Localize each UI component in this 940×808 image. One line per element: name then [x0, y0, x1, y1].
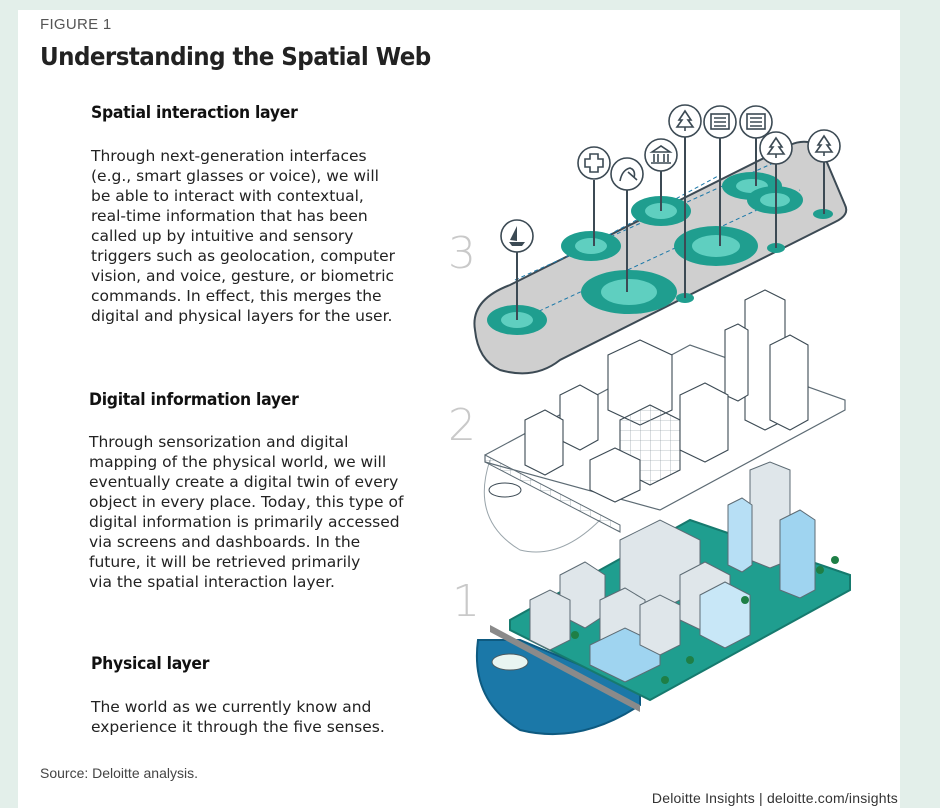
- section-body-digital: Through sensorization and digital mappin…: [89, 433, 404, 591]
- building: [779, 509, 816, 599]
- physical-layer: [476, 461, 851, 736]
- museum-icon: [644, 138, 678, 172]
- shore-outline: [483, 459, 601, 553]
- tree-row: [571, 556, 839, 684]
- digital-layer: [483, 289, 846, 553]
- section-heading-spatial: Spatial interaction layer: [91, 103, 298, 123]
- sailboat-icon: [500, 219, 534, 253]
- pier: [490, 625, 640, 712]
- source-note: Source: Deloitte analysis.: [40, 765, 198, 781]
- section-body-spatial: Through next-generation interfaces (e.g.…: [91, 147, 395, 325]
- wireframe-building: [724, 323, 749, 402]
- wireframe-pier: [484, 454, 621, 533]
- spatial-layer: [473, 104, 848, 375]
- layer-number-2: 2: [448, 400, 476, 451]
- ferry-boat: [491, 653, 529, 671]
- building: [529, 589, 571, 651]
- credit-line: Deloitte Insights | deloitte.com/insight…: [651, 790, 898, 806]
- medical-cross-icon: [577, 146, 611, 180]
- figure-label: FIGURE 1: [40, 16, 112, 33]
- tree-icon: [759, 131, 793, 165]
- section-heading-digital: Digital information layer: [89, 390, 299, 410]
- building: [699, 581, 751, 649]
- layer-number-3: 3: [448, 228, 476, 279]
- building: [639, 594, 681, 656]
- building-icon: [739, 105, 773, 139]
- section-body-physical: The world as we currently know and exper…: [91, 698, 385, 736]
- wireframe-building: [679, 382, 729, 463]
- building: [727, 497, 753, 573]
- figure-title: Understanding the Spatial Web: [40, 42, 431, 71]
- wireframe-building: [589, 447, 641, 503]
- tree-icon: [668, 104, 702, 138]
- wireframe-building: [607, 339, 673, 426]
- pin-stems: [516, 136, 825, 320]
- wireframe-building: [769, 334, 809, 431]
- layer-number-1: 1: [452, 576, 480, 627]
- wireframe-boat: [488, 482, 522, 498]
- wireframe-building: [524, 409, 564, 476]
- building-icon: [703, 105, 737, 139]
- running-icon: [610, 157, 644, 191]
- wireframe-building: [559, 384, 599, 451]
- section-heading-physical: Physical layer: [91, 654, 210, 674]
- tree-icon: [807, 129, 841, 163]
